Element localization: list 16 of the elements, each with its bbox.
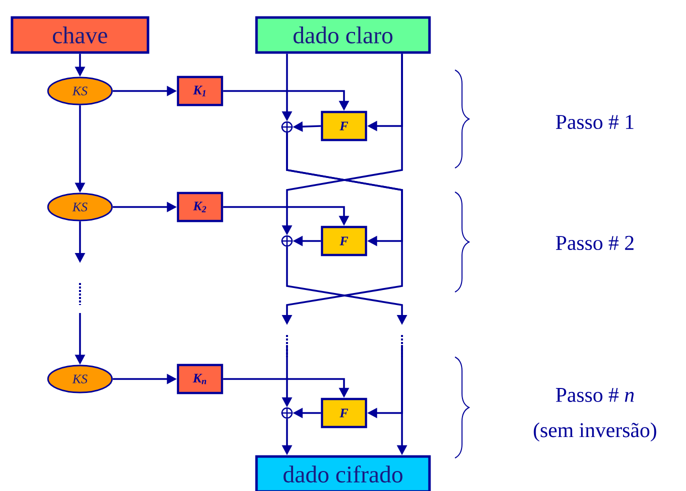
subkey-box: K$_{1}$ bbox=[176, 76, 224, 106]
subkey-box: K$_{2}$ bbox=[176, 192, 224, 222]
function-box: F bbox=[320, 110, 368, 142]
step-label: Passo # 1 bbox=[556, 114, 634, 130]
xor-circle bbox=[280, 406, 294, 420]
step-label: Passo # 2 bbox=[556, 236, 634, 250]
xor-circle bbox=[280, 234, 294, 248]
step-label: Passo # n bbox=[556, 388, 634, 402]
subkey-box: K$_{n}$ bbox=[176, 364, 224, 394]
data-box: dado cifrado bbox=[255, 455, 431, 491]
data-box: dado claro bbox=[255, 16, 431, 54]
function-box: F bbox=[320, 398, 368, 428]
function-box: F bbox=[320, 226, 368, 256]
xor-circle bbox=[280, 120, 294, 134]
data-box: chave bbox=[10, 16, 150, 54]
step-label: (sem inversão) bbox=[534, 422, 656, 442]
